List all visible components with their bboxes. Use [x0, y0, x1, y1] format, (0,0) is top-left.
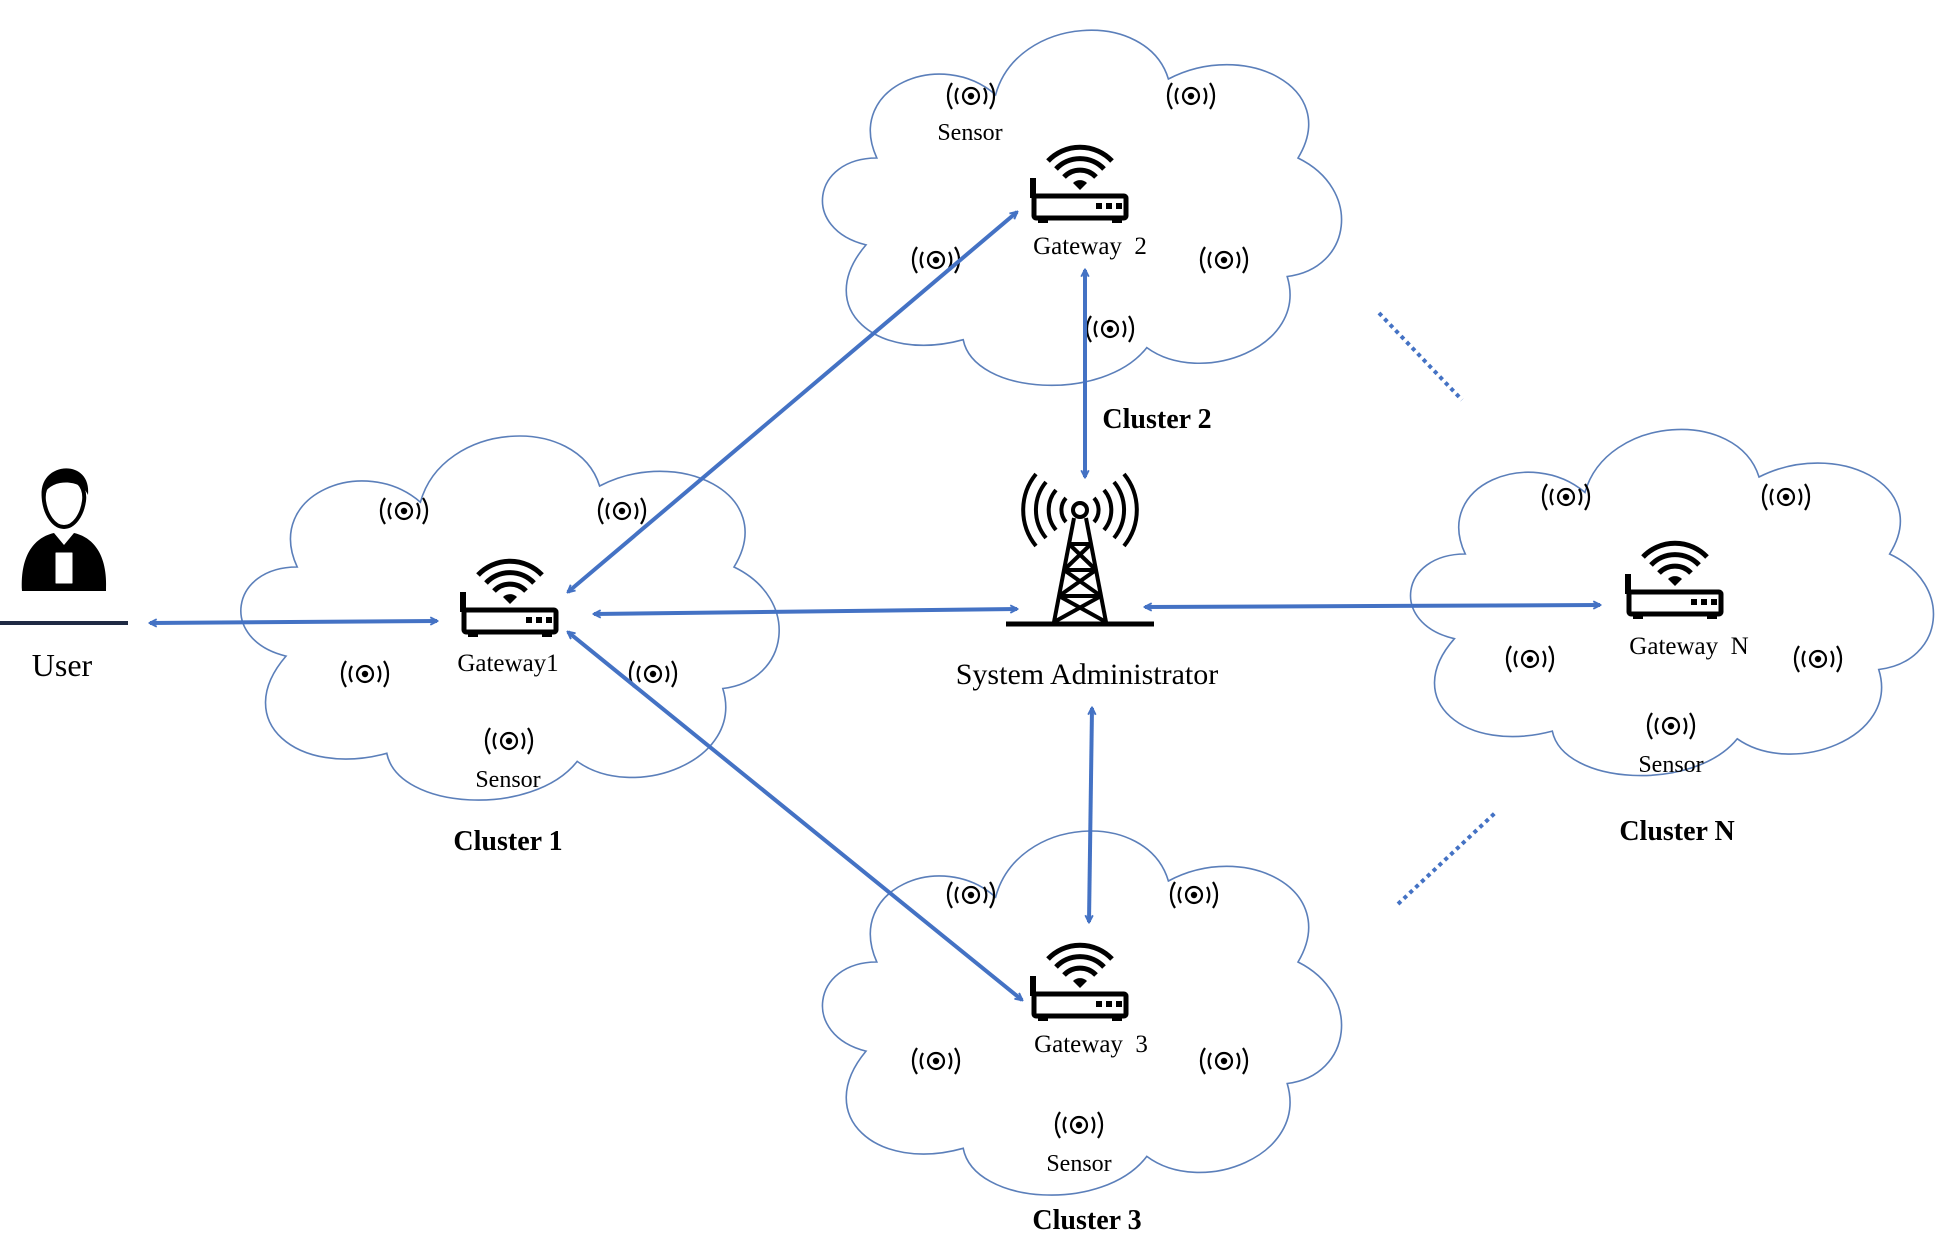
cluster-2-title: Cluster 2 — [1102, 404, 1211, 435]
connection-arrows — [150, 212, 1600, 1000]
cluster-3-sensor-label: Sensor — [1046, 1151, 1111, 1177]
cluster-1-sensor-label: Sensor — [475, 767, 540, 793]
link-user-gateway1 — [150, 621, 437, 623]
user-with-phone-icon — [0, 468, 128, 625]
cluster-1-title: Cluster 1 — [453, 826, 562, 857]
gateway-2-label: Gateway 2 — [1033, 233, 1147, 260]
link-gatewayn-admin — [1145, 605, 1600, 607]
cluster-3-cloud — [822, 831, 1341, 1195]
link-gateway3-admin — [1089, 708, 1092, 922]
cluster-2-cloud — [822, 30, 1341, 385]
continuation-dots — [1377, 311, 1497, 906]
dots-lower — [1396, 811, 1497, 906]
dots-upper — [1377, 311, 1464, 402]
link-gateway1-gateway3 — [568, 632, 1022, 1000]
cluster-1-cloud — [241, 436, 779, 800]
link-gateway1-gateway2 — [568, 212, 1017, 592]
gateway-1-label: Gateway1 — [457, 650, 558, 677]
link-gateway1-admin — [594, 609, 1017, 614]
cluster-3-title: Cluster 3 — [1032, 1205, 1141, 1234]
system-administrator-label: System Administrator — [956, 658, 1219, 691]
user-label: User — [32, 647, 93, 683]
cluster-2-sensor-label: Sensor — [937, 120, 1002, 146]
gateway-3-label: Gateway 3 — [1034, 1031, 1148, 1058]
gateway-n-label: Gateway N — [1629, 633, 1748, 660]
cluster-n-title: Cluster N — [1619, 816, 1734, 847]
cluster-n-sensor-label: Sensor — [1638, 752, 1703, 778]
radio-tower-icon — [1006, 472, 1154, 627]
